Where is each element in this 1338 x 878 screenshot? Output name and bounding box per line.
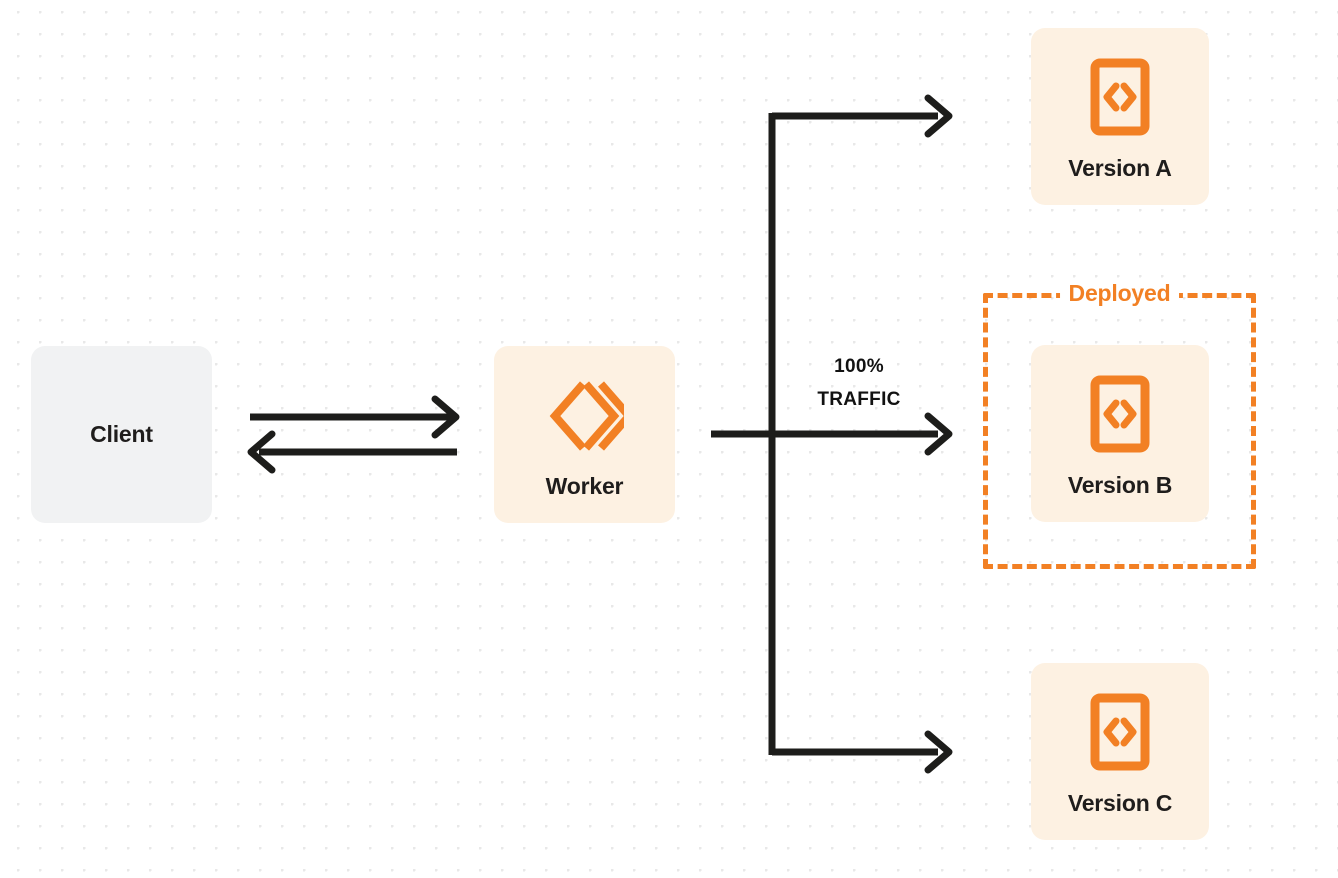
version-c-label: Version C [1067,789,1173,816]
arrow-worker-to-version-a [772,94,953,138]
code-file-icon [1090,375,1150,458]
arrow-client-to-worker [250,395,460,439]
code-file-icon [1090,693,1150,776]
deployed-region: Deployed [983,282,1256,569]
client-label: Client [90,421,153,447]
version-b-label: Version B [1067,471,1173,498]
arrow-worker-to-version-b [711,412,953,456]
deployed-badge-label: Deployed [1059,282,1180,305]
worker-node[interactable]: Worker [494,346,675,523]
worker-label: Worker [545,472,624,499]
version-b-node[interactable]: Version B [1031,345,1209,522]
version-a-label: Version A [1068,154,1172,181]
version-c-node[interactable]: Version C [1031,663,1209,840]
client-node[interactable]: Client [31,346,212,523]
cloudflare-workers-logo-icon [546,378,634,459]
arrow-worker-to-version-c [772,730,953,774]
traffic-percent-value: 100% [834,356,884,377]
traffic-percentage-label: 100% TRAFFIC [789,350,929,417]
version-a-node[interactable]: Version A [1031,28,1209,205]
arrow-worker-to-client [247,430,457,474]
code-file-icon [1090,58,1150,141]
traffic-unit-text: TRAFFIC [817,389,901,411]
